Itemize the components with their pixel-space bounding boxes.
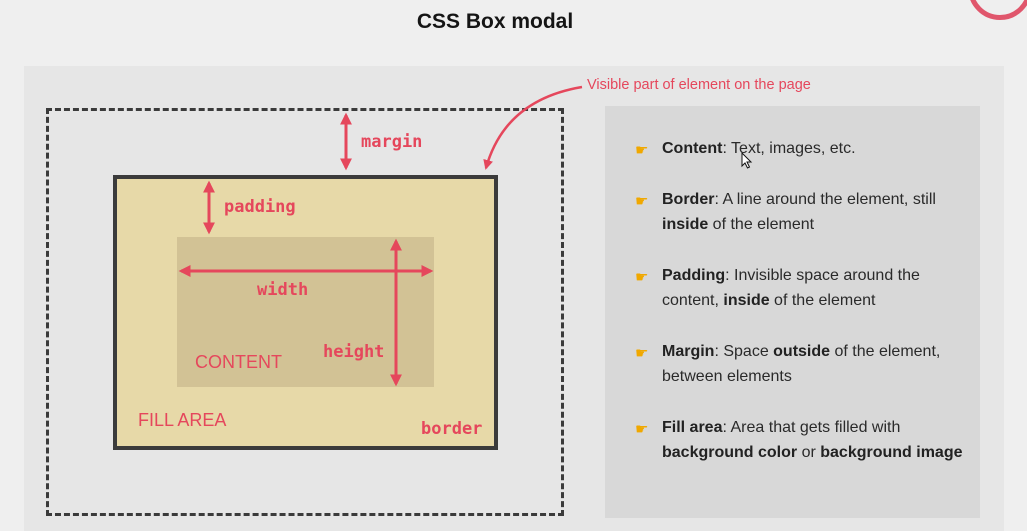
annotation-arrow [483, 85, 583, 170]
definition-text: Fill area: Area that gets filled with ba… [662, 419, 963, 461]
pointing-hand-icon: ☛ [635, 345, 649, 362]
pointing-hand-icon: ☛ [635, 421, 649, 438]
padding-label: padding [224, 197, 296, 217]
width-label: width [257, 280, 309, 300]
definition-text: Padding: Invisible space around the cont… [662, 267, 920, 309]
margin-boundary [46, 108, 564, 516]
annotation-label: Visible part of element on the page [587, 77, 811, 93]
height-label: height [323, 342, 385, 362]
page-title: CSS Box modal [416, 10, 574, 33]
border-label: border [421, 419, 483, 439]
pointing-hand-icon: ☛ [635, 142, 649, 159]
pointing-hand-icon: ☛ [635, 269, 649, 286]
definition-text: Content: Text, images, etc. [662, 140, 856, 157]
content-label: CONTENT [195, 352, 282, 372]
fill-area-label: FILL AREA [138, 410, 227, 430]
definition-text: Margin: Space outside of the element, be… [662, 343, 941, 385]
margin-label: margin [361, 132, 423, 152]
definitions-panel [605, 106, 980, 518]
mouse-cursor-icon [741, 152, 753, 169]
definition-text: Border: A line around the element, still… [662, 191, 936, 233]
pointing-hand-icon: ☛ [635, 193, 649, 210]
